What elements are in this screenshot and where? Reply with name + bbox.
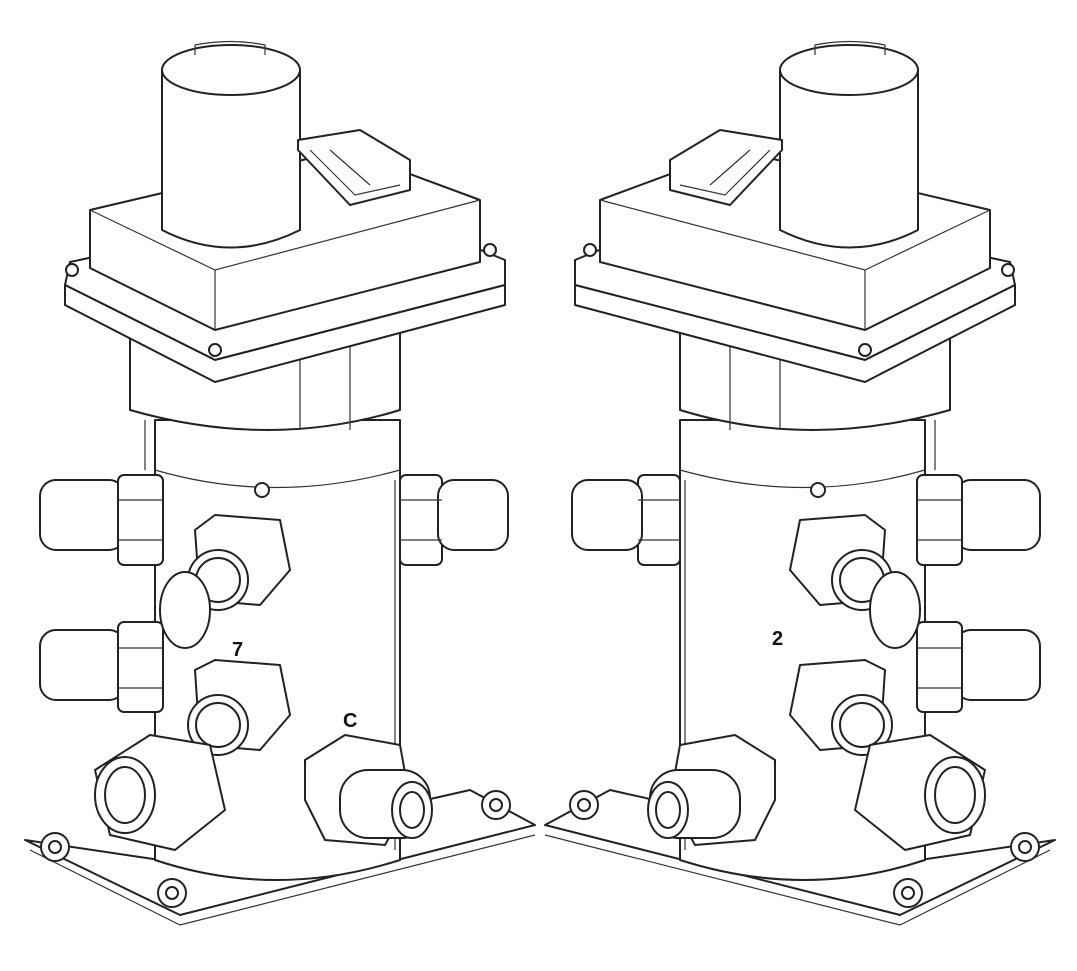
port-label-7: 7 — [232, 639, 243, 661]
right-view — [544, 40, 1056, 926]
port-label-c: C — [343, 710, 357, 732]
port-label-2: 2 — [772, 628, 783, 650]
left-view — [24, 40, 536, 926]
